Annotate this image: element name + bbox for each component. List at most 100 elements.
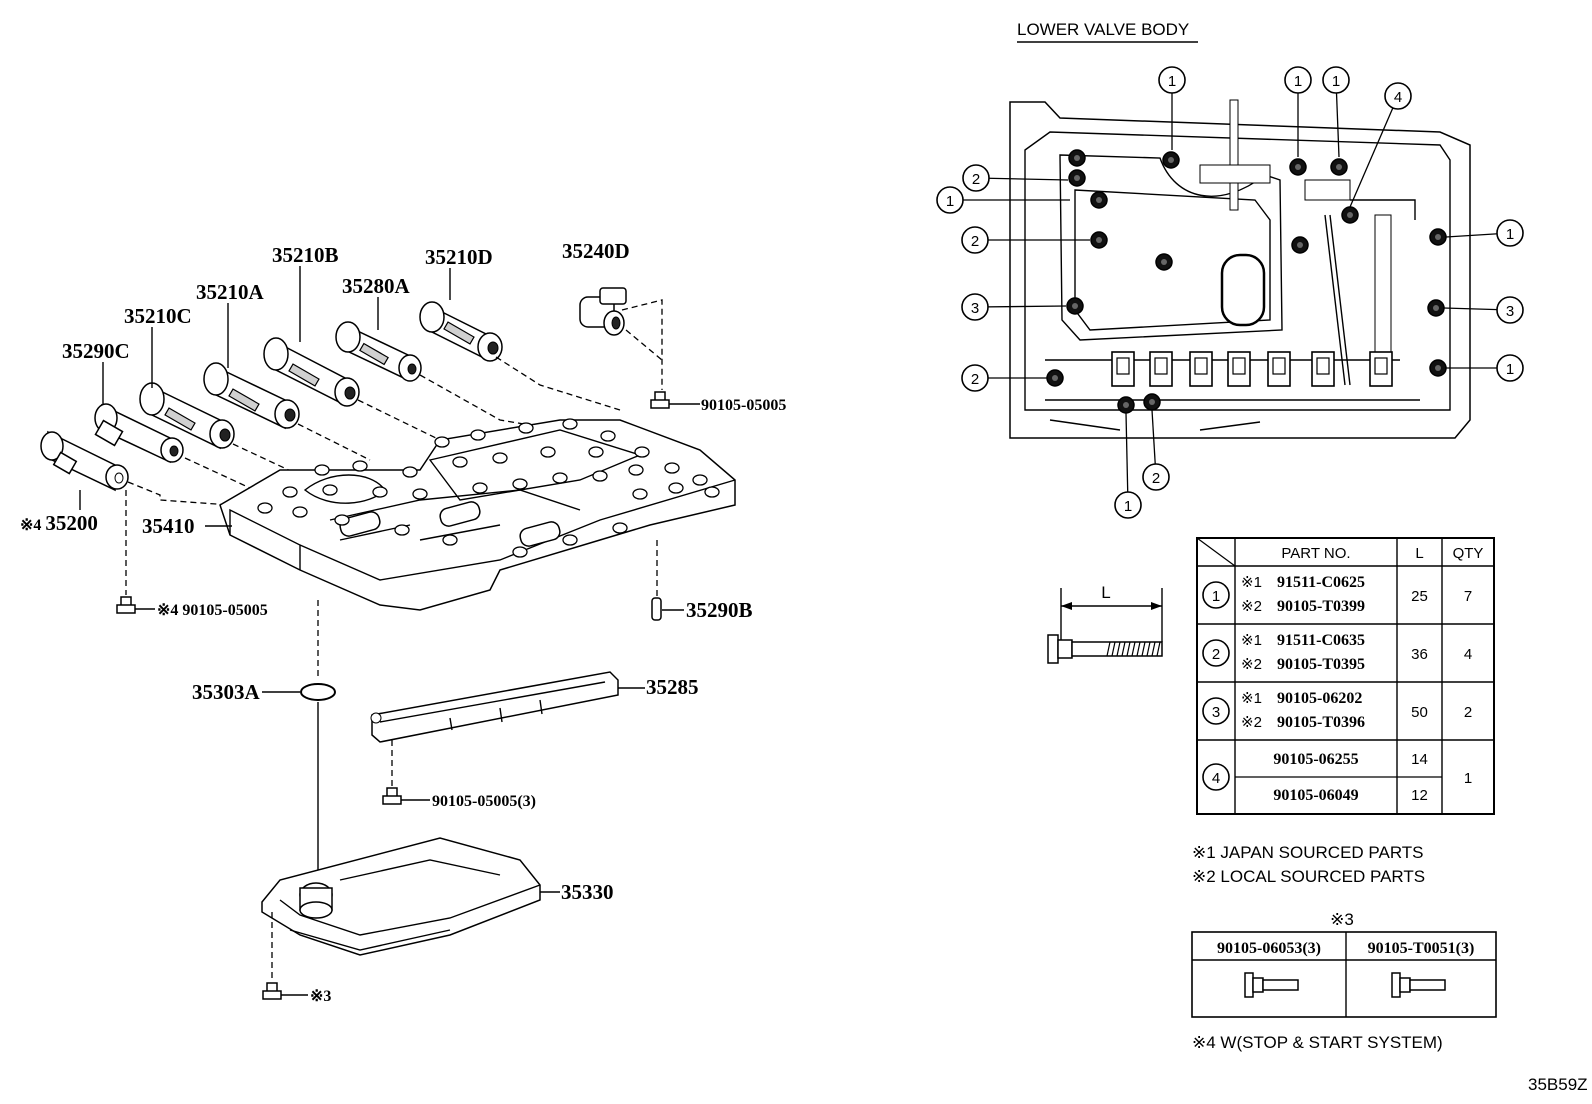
note-stop-start: ※4 W(STOP & START SYSTEM)	[1192, 1033, 1443, 1052]
valve-body-bolt-head	[664, 462, 680, 474]
bolt-table-ref-circle	[1202, 697, 1230, 725]
bolt-strainer[interactable]	[262, 982, 282, 1000]
valve-body-bolt-head	[562, 534, 578, 546]
bolt-callout-number: 1	[946, 193, 954, 210]
bolt-90105-05005-left[interactable]	[116, 596, 136, 614]
valve-body-bolt-head	[292, 506, 308, 518]
mark3-col2: 90105-T0051(3)	[1368, 940, 1475, 957]
bolt-table-ref-circle	[1202, 639, 1230, 667]
bolt-callout-circle	[1384, 82, 1412, 110]
valve-body-bolt-head	[322, 484, 338, 496]
bolt-callout-circle	[1496, 354, 1524, 382]
callout-bolt-plate: 90105-05005(3)	[432, 793, 536, 810]
bolt-table-mark: ※2	[1241, 656, 1262, 673]
valve-body-bolt-head	[472, 482, 488, 494]
valve-body-bolt-head	[540, 446, 556, 458]
bolt-table-qty: 2	[1464, 704, 1472, 721]
bolt-callout-number: 1	[1506, 361, 1514, 378]
bolt-table-ref-circle	[1202, 763, 1230, 791]
bolt-callout-circle	[961, 293, 989, 321]
valve-body-bolt-head	[512, 546, 528, 558]
strainer-35330[interactable]	[261, 837, 541, 956]
valve-body-35410[interactable]	[219, 418, 736, 611]
bolt-callout-circle	[1496, 296, 1524, 324]
callout-35280A: 35280A	[342, 274, 411, 298]
bolt-callout-number: 1	[1124, 498, 1132, 515]
bolt-table-qty: 7	[1464, 588, 1472, 605]
bolt-table-header: QTY	[1453, 545, 1484, 562]
solenoid-35280A[interactable]	[335, 321, 422, 382]
bolt-table-qty: 1	[1464, 770, 1472, 787]
valve-body-bolt-head	[394, 524, 410, 536]
mark3-table	[1191, 931, 1497, 1018]
o-ring-35303A[interactable]	[300, 683, 336, 701]
bolt-table-mark: ※2	[1241, 598, 1262, 615]
bolt-callout-number: 1	[1294, 73, 1302, 90]
valve-body-bolt-head	[314, 464, 330, 476]
mark3-col1: 90105-06053(3)	[1217, 940, 1321, 957]
valve-body-bolt-head	[612, 522, 628, 534]
solenoid-35200[interactable]	[40, 430, 129, 492]
bolt-table-part-no: 90105-06255	[1273, 751, 1358, 768]
bolt-callout-number: 1	[1168, 73, 1176, 90]
solenoid-35210C[interactable]	[139, 382, 235, 450]
bolt-callout-circle	[1496, 219, 1524, 247]
valve-body-bolt-head	[434, 436, 450, 448]
bolt-table-part-no: 90105-06049	[1273, 787, 1358, 804]
valve-body-bolt-head	[628, 464, 644, 476]
valve-body-bolt-head	[562, 418, 578, 430]
valve-body-bolt-head	[518, 422, 534, 434]
valve-body-bolt-head	[512, 478, 528, 490]
bolt-90105-05005-top[interactable]	[650, 391, 670, 409]
bolt-table-part-no: 91511-C0625	[1277, 574, 1365, 591]
bolt-table-length: 36	[1411, 646, 1428, 663]
bolt-table-header: PART NO.	[1281, 545, 1350, 562]
bolt-table-mark: ※1	[1241, 574, 1262, 591]
bolt-callout-number: 3	[1506, 303, 1514, 320]
solenoid-35210D[interactable]	[419, 301, 503, 362]
bolt-length-figure	[1047, 588, 1163, 664]
solenoid-35240D[interactable]	[579, 287, 627, 336]
solenoid-35290C[interactable]	[94, 403, 184, 464]
valve-body-bolt-head	[588, 446, 604, 458]
callout-35330: 35330	[561, 880, 614, 904]
solenoid-35210A[interactable]	[203, 362, 300, 430]
diagram-code: 35B59Z	[1528, 1075, 1588, 1094]
note-local-sourced: ※2 LOCAL SOURCED PARTS	[1192, 867, 1425, 886]
bolt-table-mark: ※2	[1241, 714, 1262, 731]
bolt-90105-05005-plate[interactable]	[382, 787, 402, 805]
valve-body-bolt-head	[412, 488, 428, 500]
plate-35285[interactable]	[370, 671, 619, 743]
lower-valve-body-drawing	[1009, 99, 1471, 439]
bolt-table-length: 14	[1411, 751, 1428, 768]
valve-body-bolt-head	[592, 470, 608, 482]
callout-35210C: 35210C	[124, 304, 192, 328]
dimension-L-label: L	[1101, 583, 1110, 602]
bolt-callout-circle	[1158, 66, 1186, 94]
callout-35290C: 35290C	[62, 339, 130, 363]
bolt-table-header: L	[1415, 545, 1423, 562]
lower-valve-body-bolts	[1046, 149, 1447, 414]
callout-35410: 35410	[142, 514, 195, 538]
bolt-table-length: 25	[1411, 588, 1428, 605]
pin-35290B[interactable]	[651, 597, 662, 621]
bolt-callout-circle	[962, 164, 990, 192]
bolt-table-ref: 4	[1212, 770, 1220, 787]
bolt-table-part-no: 90105-06202	[1277, 690, 1362, 707]
valve-body-bolt-head	[402, 466, 418, 478]
lower-valve-body-title: LOWER VALVE BODY	[1017, 20, 1189, 39]
mark3-title: ※3	[1330, 910, 1354, 929]
bolt-callout-circle	[961, 364, 989, 392]
valve-body-bolt-head	[704, 486, 720, 498]
callout-35285: 35285	[646, 675, 699, 699]
solenoid-35210B[interactable]	[263, 337, 360, 407]
bolt-callout-circle	[1322, 66, 1350, 94]
bolt-callout-circle	[936, 186, 964, 214]
bolt-callout-number: 2	[972, 171, 980, 188]
valve-body-bolt-head	[257, 502, 273, 514]
valve-body-bolt-head	[552, 472, 568, 484]
bolt-callout-number: 2	[971, 371, 979, 388]
